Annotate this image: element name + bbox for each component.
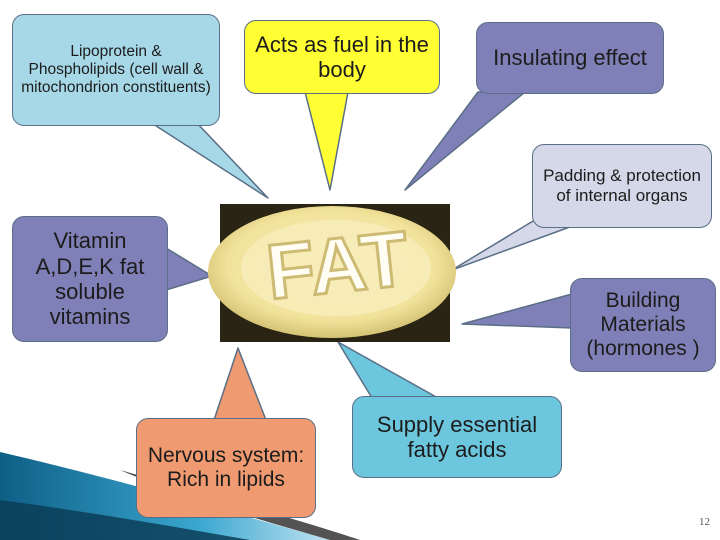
callout-vitamin: Vitamin A,D,E,K fat soluble vitamins xyxy=(12,216,168,342)
callout-fuel: Acts as fuel in the body xyxy=(244,20,440,94)
callout-padding: Padding & protection of internal organs xyxy=(532,144,712,228)
callout-supply: Supply essential fatty acids xyxy=(352,396,562,478)
tail-fuel xyxy=(305,92,348,190)
fat-word: FAT xyxy=(263,214,413,316)
callout-nervous: Nervous system: Rich in lipids xyxy=(136,418,316,518)
tail-vitamin xyxy=(166,248,212,290)
tail-nervous xyxy=(214,348,266,420)
tail-lipoprotein xyxy=(150,122,268,198)
callout-lipoprotein: Lipoprotein & Phospholipids (cell wall &… xyxy=(12,14,220,126)
tail-building xyxy=(462,294,572,328)
callout-building: Building Materials (hormones ) xyxy=(570,278,716,372)
callout-insulating: Insulating effect xyxy=(476,22,664,94)
tail-supply xyxy=(338,342,438,398)
page-number: 12 xyxy=(699,516,710,528)
fat-picture: FAT xyxy=(208,204,456,342)
tail-insulating xyxy=(405,92,525,190)
